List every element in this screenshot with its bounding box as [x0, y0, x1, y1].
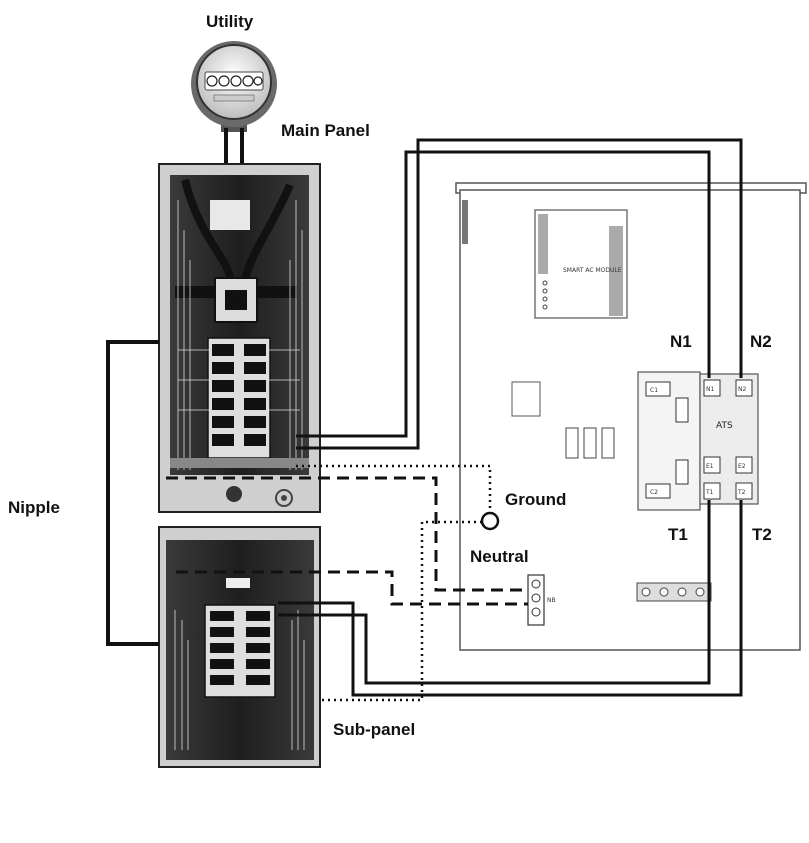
wire-n2 — [296, 138, 743, 450]
n2-label: N2 — [750, 332, 772, 351]
knockout — [226, 486, 242, 502]
knockout — [275, 489, 293, 507]
main-breaker-bank — [207, 337, 271, 459]
t2-label: T2 — [752, 525, 772, 544]
main-feed-cable — [241, 183, 294, 281]
ats-n2-terminal: N2 — [738, 386, 746, 393]
utility-label: Utility — [206, 12, 254, 31]
wire-neutral-main — [166, 476, 528, 592]
sub-panel-label — [226, 578, 250, 588]
fuse-blocks — [565, 427, 615, 459]
sub-panel-label-text: Sub-panel — [333, 720, 415, 739]
neutral-bar: NB — [527, 574, 556, 626]
utility-meter — [191, 41, 277, 132]
smart-ac-module: SMART AC MODULE — [534, 209, 628, 319]
wire-n1 — [296, 150, 711, 438]
wire-t1 — [278, 500, 711, 685]
meter-dial — [242, 75, 254, 87]
ats-label: ATS — [716, 421, 733, 431]
bus-strap — [175, 286, 215, 298]
ats-contactor: C1 C2 N1 N2 ATS E1 E2 T1 T2 — [637, 371, 759, 511]
main-feed-cable — [181, 179, 234, 281]
main-breaker-handle — [225, 290, 247, 310]
sub-breaker-bank — [204, 604, 276, 698]
meter-disc — [213, 94, 255, 102]
wire-ground-main — [296, 464, 492, 512]
wire-t2 — [278, 500, 743, 697]
main-neutral-bar — [170, 458, 309, 468]
branch-wiring — [177, 200, 303, 470]
relay-block — [511, 381, 541, 417]
sub-branch-wiring — [174, 610, 305, 750]
main-panel-label: Main Panel — [281, 121, 370, 140]
control-terminal-strip — [636, 582, 712, 602]
ground-label: Ground — [505, 490, 566, 509]
knockout — [281, 495, 287, 501]
nb-label: NB — [547, 597, 556, 604]
bus-strap — [257, 286, 297, 298]
panel-label-area — [210, 200, 250, 230]
ats-e1-terminal: E1 — [706, 463, 714, 470]
nipple-label: Nipple — [8, 498, 60, 517]
enclosure-hinge — [462, 200, 468, 244]
module-title: SMART AC MODULE — [563, 267, 622, 274]
ats-t1-terminal: T1 — [705, 489, 714, 496]
ats-c2-label: C2 — [650, 489, 658, 496]
ats-e2-terminal: E2 — [738, 463, 746, 470]
main-panel — [158, 163, 321, 513]
ground-lug — [480, 511, 500, 531]
sub-panel — [158, 526, 321, 768]
ats-c1-label: C1 — [650, 387, 658, 394]
meter-dial — [218, 75, 230, 87]
t1-label: T1 — [668, 525, 688, 544]
transfer-switch-enclosure: SMART AC MODULE C1 C2 — [455, 182, 807, 651]
wire-ground-sub — [322, 520, 482, 702]
meter-dial — [253, 76, 263, 86]
wire-neutral-sub — [176, 570, 528, 606]
n1-label: N1 — [670, 332, 692, 351]
ats-t2-terminal: T2 — [737, 489, 746, 496]
meter-dial — [206, 75, 218, 87]
ats-n1-terminal: N1 — [706, 386, 714, 393]
neutral-label: Neutral — [470, 547, 529, 566]
nipple-conduit — [106, 340, 159, 646]
meter-dial — [230, 75, 242, 87]
